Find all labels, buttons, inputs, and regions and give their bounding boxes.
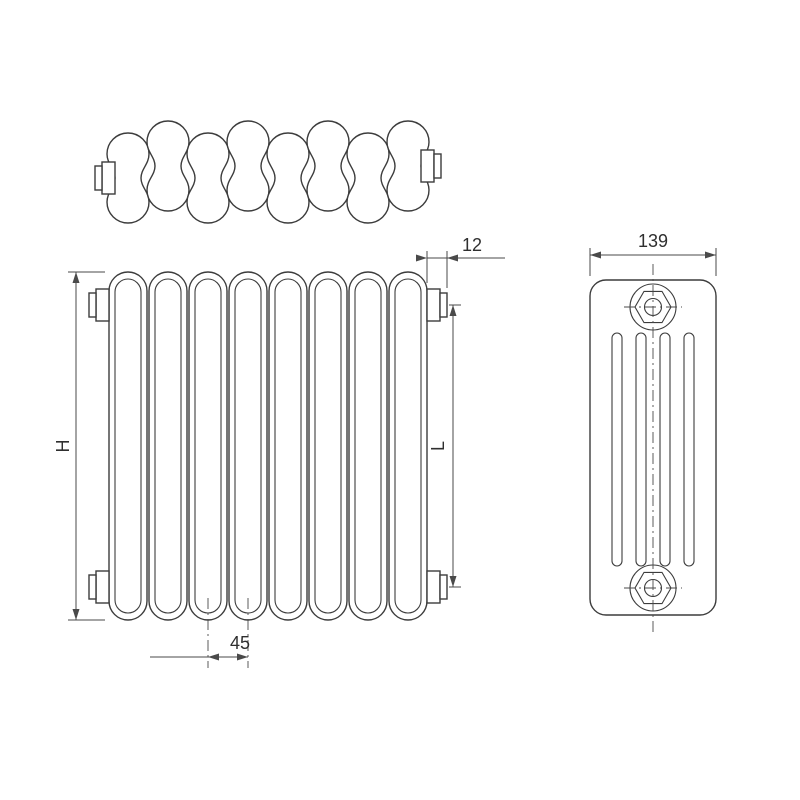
connector-nipple bbox=[426, 570, 448, 604]
dimension-label-12: 12 bbox=[462, 235, 482, 255]
dimension-label-h: H bbox=[53, 440, 73, 453]
dimension-depth: 139 bbox=[589, 231, 717, 276]
side-slot bbox=[635, 332, 647, 567]
radiator-column bbox=[108, 271, 148, 621]
dimension-label-45: 45 bbox=[230, 633, 250, 653]
arrowhead bbox=[237, 653, 248, 661]
arrowhead bbox=[72, 272, 80, 283]
dimension-connection-spacing: L bbox=[428, 304, 461, 588]
arrowhead bbox=[72, 609, 80, 620]
arrowhead bbox=[449, 305, 457, 316]
connector-nipple bbox=[420, 149, 442, 183]
radiator-column bbox=[188, 271, 228, 621]
radiator-column bbox=[268, 271, 308, 621]
side-slot bbox=[659, 332, 671, 567]
connector-nipple bbox=[426, 288, 448, 322]
side-slot bbox=[611, 332, 623, 567]
arrowhead bbox=[590, 251, 601, 259]
connector-nipple bbox=[88, 570, 110, 604]
connector-nipple bbox=[88, 288, 110, 322]
dimension-column-pitch: 45 bbox=[150, 598, 250, 668]
connector-nipple bbox=[94, 161, 116, 195]
radiator-column bbox=[388, 271, 428, 621]
arrowhead bbox=[449, 576, 457, 587]
dimension-label-l: L bbox=[428, 441, 448, 451]
dimension-label-139: 139 bbox=[638, 231, 668, 251]
dimension-connector-offset: 12 bbox=[416, 235, 505, 288]
arrowhead bbox=[705, 251, 716, 259]
radiator-column bbox=[348, 271, 388, 621]
arrowhead bbox=[208, 653, 219, 661]
side-view bbox=[589, 264, 717, 632]
arrowhead bbox=[416, 254, 427, 262]
radiator-column bbox=[308, 271, 348, 621]
dimension-height: H bbox=[53, 271, 105, 621]
arrowhead bbox=[447, 254, 458, 262]
radiator-column bbox=[148, 271, 188, 621]
radiator-column bbox=[228, 271, 268, 621]
side-slot bbox=[683, 332, 695, 567]
